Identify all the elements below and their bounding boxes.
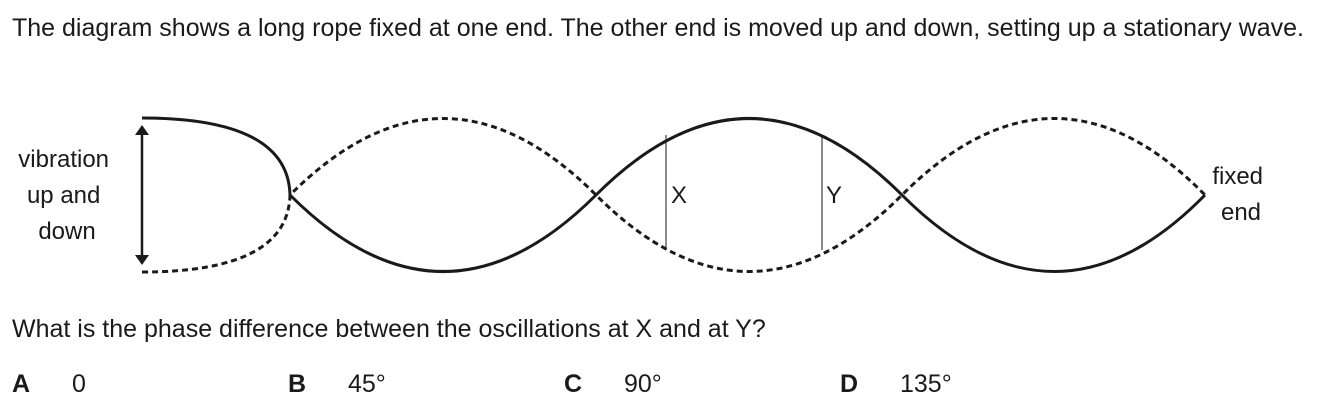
stationary-wave-diagram: X Y vibration up and down fixed end: [18, 116, 1269, 274]
fixed-end-label: fixed end: [1212, 163, 1269, 226]
option-c[interactable]: C 90°: [564, 364, 662, 404]
rope-dashed-wave: [141, 117, 1207, 274]
vibration-label-line-3: down: [38, 218, 95, 245]
option-c-value: 90°: [624, 370, 662, 398]
option-d-letter: D: [840, 370, 859, 398]
answer-options: A 0 B 45° C 90° D 135°: [0, 364, 1340, 404]
option-b-letter: B: [288, 370, 307, 398]
vibration-label-line-2: up and: [27, 182, 100, 209]
intro-text: The diagram shows a long rope fixed at o…: [12, 14, 1305, 42]
option-b[interactable]: B 45°: [288, 364, 386, 404]
option-a-value: 0: [72, 370, 86, 398]
option-a-letter: A: [12, 370, 31, 398]
vibration-label: vibration up and down: [18, 146, 115, 245]
question-text: What is the phase difference between the…: [12, 315, 766, 343]
option-d-value: 135°: [900, 370, 952, 398]
option-d[interactable]: D 135°: [840, 364, 952, 404]
option-c-letter: C: [564, 370, 583, 398]
rope-solid-wave: [141, 116, 1207, 273]
vibration-label-line-1: vibration: [18, 146, 109, 173]
fixed-end-label-line-2: end: [1221, 199, 1261, 226]
option-b-value: 45°: [348, 370, 386, 398]
option-a[interactable]: A 0: [12, 364, 86, 404]
point-y-label: Y: [826, 182, 842, 209]
fixed-end-label-line-1: fixed: [1212, 163, 1263, 190]
point-x-label: X: [671, 182, 687, 209]
